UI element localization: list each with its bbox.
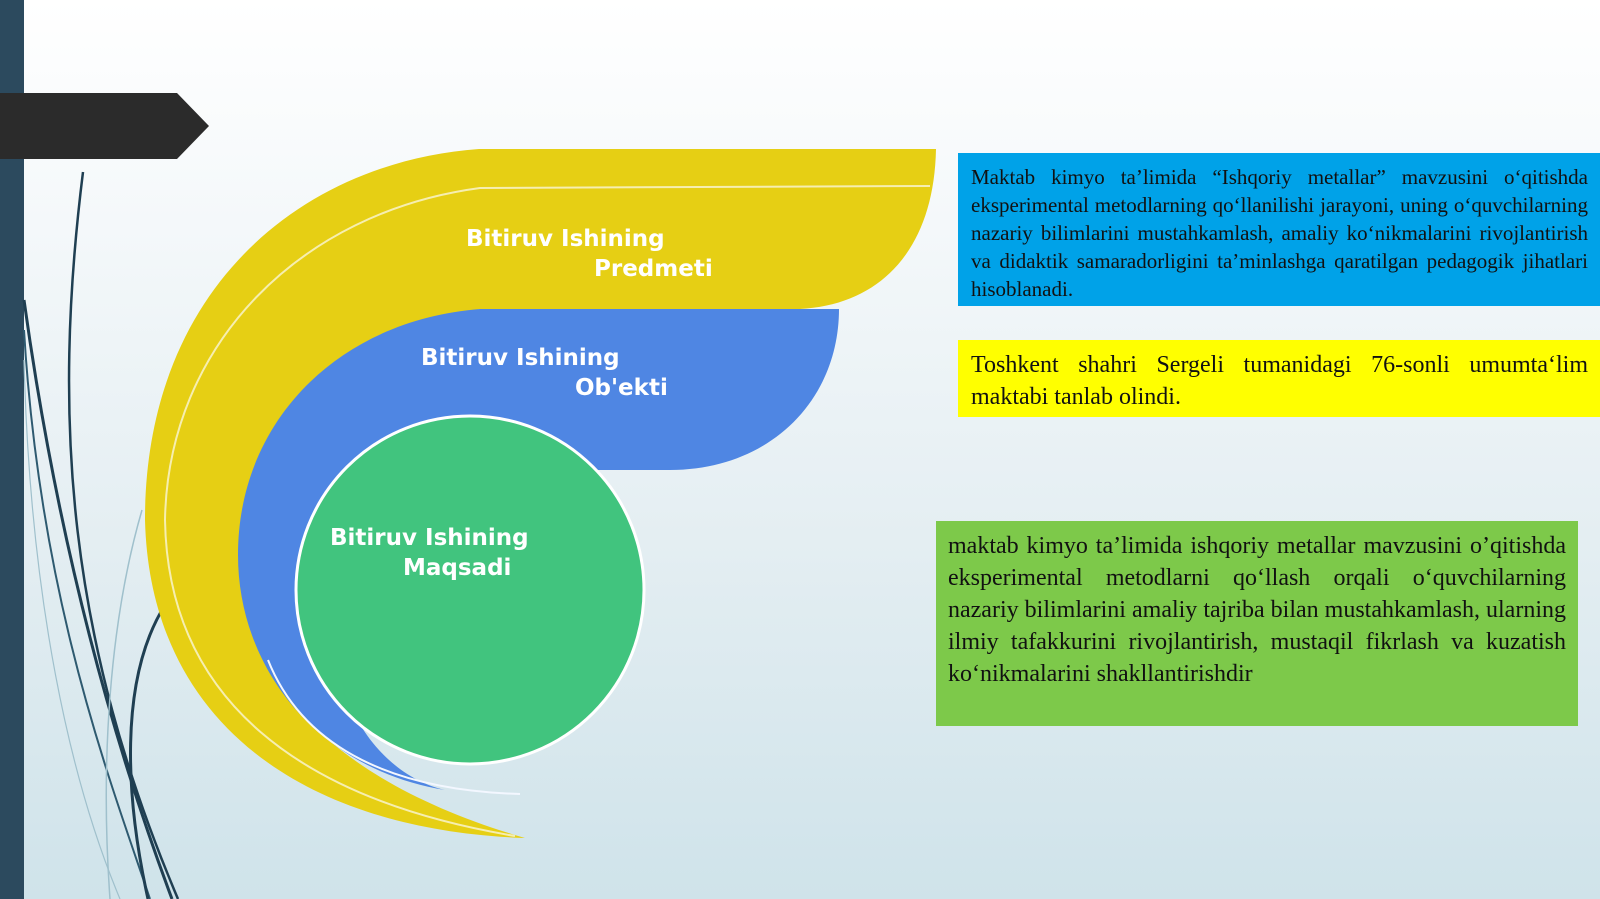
maqsad-description-box: maktab kimyo ta’limida ishqoriy metallar… — [936, 521, 1578, 726]
obekt-label-line1: Bitiruv Ishining — [421, 345, 620, 371]
decorative-lines — [22, 171, 180, 899]
predmet-description-box: Maktab kimyo ta’limida “Ishqoriy metalla… — [958, 153, 1600, 306]
predmet-label-line2: Predmeti — [594, 256, 713, 282]
obekt-band-highlight — [267, 659, 521, 795]
obekt-label-line2: Ob'ekti — [575, 375, 668, 401]
obekt-description-box: Toshkent shahri Sergeli tumanidagi 76-so… — [958, 340, 1600, 417]
obekt-band — [238, 309, 839, 790]
predmet-band-highlight — [163, 185, 931, 837]
header-tab — [0, 93, 209, 159]
maqsad-circle — [294, 414, 646, 766]
predmet-label-line1: Bitiruv Ishining — [466, 226, 665, 252]
obekt-description: Toshkent shahri Sergeli tumanidagi 76-so… — [971, 352, 1588, 410]
predmet-description: Maktab kimyo ta’limida “Ishqoriy metalla… — [971, 165, 1588, 301]
maqsad-label-line2: Maqsadi — [403, 555, 511, 581]
maqsad-description: maktab kimyo ta’limida ishqoriy metallar… — [948, 533, 1566, 687]
maqsad-label-line1: Bitiruv Ishining — [330, 525, 529, 551]
predmet-band — [145, 149, 936, 838]
